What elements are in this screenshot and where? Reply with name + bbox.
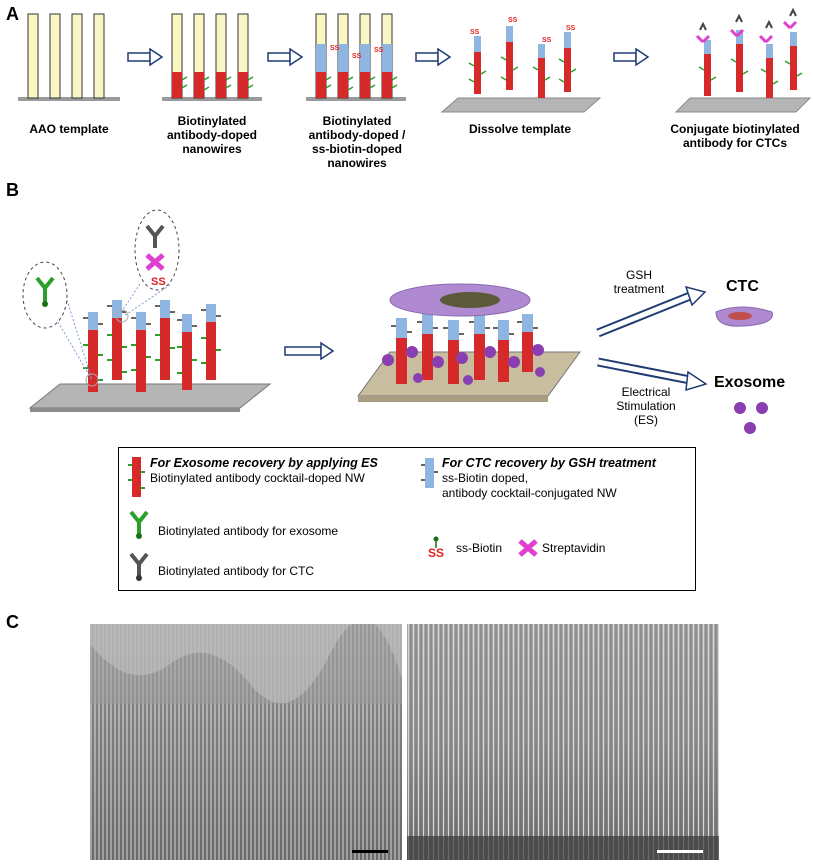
step-arrow-2 bbox=[267, 47, 304, 67]
es-line2: Stimulation bbox=[616, 399, 676, 413]
sem-image-right bbox=[407, 624, 719, 860]
nanowire-array-left bbox=[28, 300, 272, 412]
panel-label-a: A bbox=[6, 4, 19, 24]
gsh-treatment-label: GSH treatment bbox=[604, 268, 674, 296]
panel-label-c: C bbox=[6, 612, 19, 632]
arrow-gsh-treatment bbox=[596, 285, 707, 338]
legend-exosome-block: For Exosome recovery by applying ES Biot… bbox=[150, 456, 378, 486]
step-3-line4: nanowires bbox=[327, 156, 387, 170]
legend-ctc-block: For CTC recovery by GSH treatment ss-Bio… bbox=[442, 456, 656, 501]
step-arrow-1 bbox=[127, 47, 164, 67]
step-3-caption: Biotinylated antibody-doped / ss-biotin-… bbox=[296, 114, 418, 170]
legend-ss-biotin: ss-Biotin bbox=[456, 541, 503, 555]
legend-ctc-nw-icon bbox=[421, 458, 438, 488]
legend-exosome-antibody-icon bbox=[129, 510, 149, 539]
svg-text:SS: SS bbox=[470, 29, 480, 36]
exosome-label: Exosome bbox=[714, 374, 786, 391]
step-arrow-4 bbox=[613, 47, 650, 67]
zoom-callout-ctc-antibody bbox=[115, 209, 180, 323]
zoom-callout-exosome-antibody bbox=[22, 261, 99, 387]
legend-ctc-title: For CTC recovery by GSH treatment bbox=[442, 456, 656, 470]
legend-ss-glyph: SS bbox=[428, 546, 445, 560]
legend-ctc-desc1: ss-Biotin doped, bbox=[442, 471, 529, 485]
scale-bar-left bbox=[352, 850, 388, 853]
step-2-line2: antibody-doped bbox=[167, 128, 257, 142]
ss-label-callout: SS bbox=[151, 276, 166, 288]
svg-text:SS: SS bbox=[508, 17, 518, 24]
legend-ab-ctc: Biotinylated antibody for CTC bbox=[158, 564, 315, 578]
legend-exosome-nw-icon bbox=[128, 457, 145, 497]
sem-left-texture bbox=[90, 624, 402, 860]
recovered-ctc-cell bbox=[715, 306, 773, 327]
dissolved-template-figure: SS SS SS SS bbox=[440, 17, 602, 113]
aao-template-figure bbox=[18, 13, 120, 101]
step-5-line2: antibody for CTCs bbox=[683, 136, 787, 150]
recovered-exosomes bbox=[734, 402, 768, 434]
svg-text:SS: SS bbox=[542, 37, 552, 44]
legend-exosome-title: For Exosome recovery by applying ES bbox=[150, 456, 378, 470]
conjugated-antibody-figure bbox=[674, 7, 812, 113]
nanowire-array-with-cell bbox=[357, 283, 581, 402]
legend-ab-exosome: Biotinylated antibody for exosome bbox=[158, 524, 339, 538]
panel-label-b: B bbox=[6, 180, 19, 200]
process-arrow-b bbox=[284, 341, 335, 361]
legend-ctc-desc2: antibody cocktail-conjugated NW bbox=[442, 486, 617, 500]
step-2-caption: Biotinylated antibody-doped nanowires bbox=[152, 114, 272, 156]
legend-exosome-desc: Biotinylated antibody cocktail-doped NW bbox=[150, 471, 365, 485]
legend-ss-biotin-icon bbox=[433, 536, 439, 548]
es-line1: Electrical bbox=[621, 385, 671, 399]
step-3-line3: ss-biotin-doped bbox=[312, 142, 402, 156]
step-2-line3: nanowires bbox=[182, 142, 242, 156]
legend-streptavidin: Streptavidin bbox=[542, 541, 606, 555]
step-1-caption: AAO template bbox=[14, 122, 124, 136]
ss-biotin-doped-nanowires-figure: SS SS SS bbox=[306, 13, 406, 101]
svg-text:SS: SS bbox=[352, 53, 362, 60]
step-4-line1: Dissolve template bbox=[468, 122, 572, 136]
step-3-line2: antibody-doped / bbox=[308, 128, 406, 142]
electrical-stimulation-label: Electrical Stimulation (ES) bbox=[606, 385, 686, 427]
gsh-line2: treatment bbox=[613, 282, 665, 296]
step-arrow-3 bbox=[415, 47, 452, 67]
ctc-label: CTC bbox=[726, 278, 759, 295]
step-5-line1: Conjugate biotinylated bbox=[670, 122, 800, 136]
svg-text:SS: SS bbox=[566, 25, 576, 32]
gsh-line1: GSH bbox=[625, 268, 652, 282]
step-5-caption: Conjugate biotinylated antibody for CTCs bbox=[660, 122, 810, 150]
legend-streptavidin-icon bbox=[518, 539, 538, 557]
es-line3: (ES) bbox=[634, 413, 658, 427]
step-2-line1: Biotinylated bbox=[177, 114, 247, 128]
sem-right-texture bbox=[407, 624, 719, 860]
svg-text:SS: SS bbox=[374, 47, 384, 54]
arrow-electrical-stimulation bbox=[597, 357, 708, 392]
step-3-line1: Biotinylated bbox=[322, 114, 392, 128]
svg-text:SS: SS bbox=[330, 45, 340, 52]
sem-image-left bbox=[90, 624, 402, 860]
legend-ctc-antibody-icon bbox=[129, 552, 149, 581]
legend-box bbox=[118, 447, 696, 591]
antibody-doped-nanowires-figure bbox=[162, 13, 262, 101]
step-1-line1: AAO template bbox=[29, 122, 109, 136]
step-4-caption: Dissolve template bbox=[455, 122, 585, 136]
scale-bar-right bbox=[657, 850, 703, 853]
